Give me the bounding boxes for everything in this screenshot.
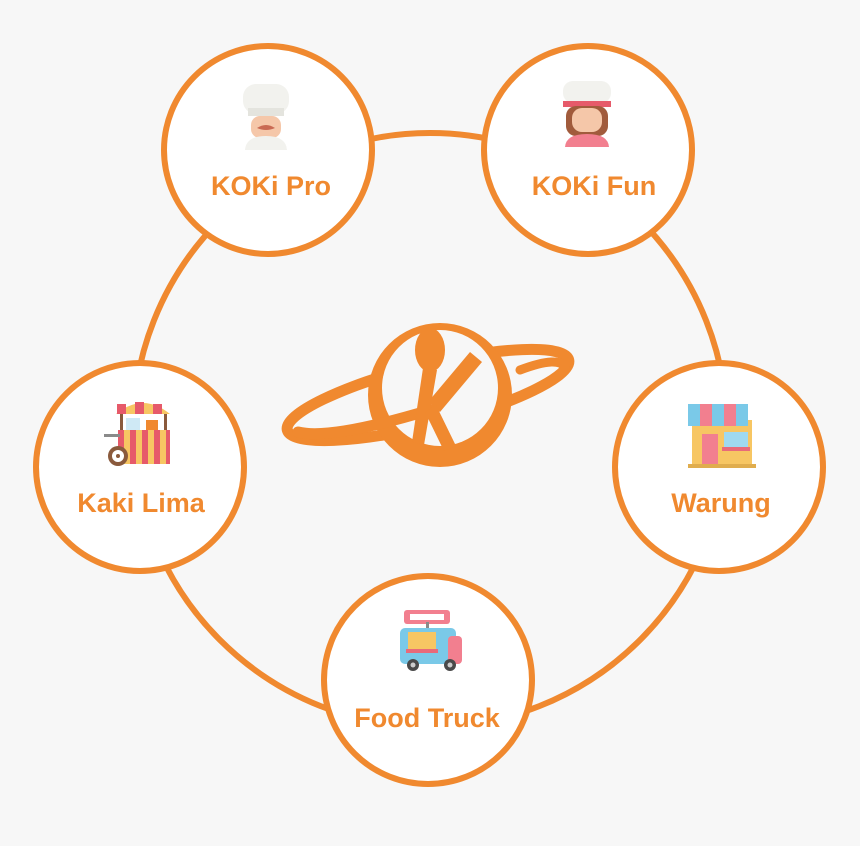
node-koki-pro: KOKi Pro <box>161 43 375 257</box>
node-label: Food Truck <box>354 703 500 733</box>
node-label: KOKi Fun <box>532 171 656 201</box>
node-koki-fun: KOKi Fun <box>481 43 695 257</box>
koki-planet-logo <box>281 323 575 467</box>
chef-man-icon <box>243 84 289 150</box>
node-warung: Warung <box>612 360 826 574</box>
shop-stall-icon <box>688 404 756 468</box>
node-label: Warung <box>671 488 770 518</box>
chef-woman-icon <box>563 81 611 147</box>
node-label: Kaki Lima <box>77 488 206 518</box>
food-cart-icon <box>104 402 170 466</box>
node-food-truck: Food Truck <box>321 573 535 787</box>
node-label: KOKi Pro <box>211 171 331 201</box>
node-kaki-lima: Kaki Lima <box>33 360 247 574</box>
food-truck-icon <box>400 610 462 671</box>
